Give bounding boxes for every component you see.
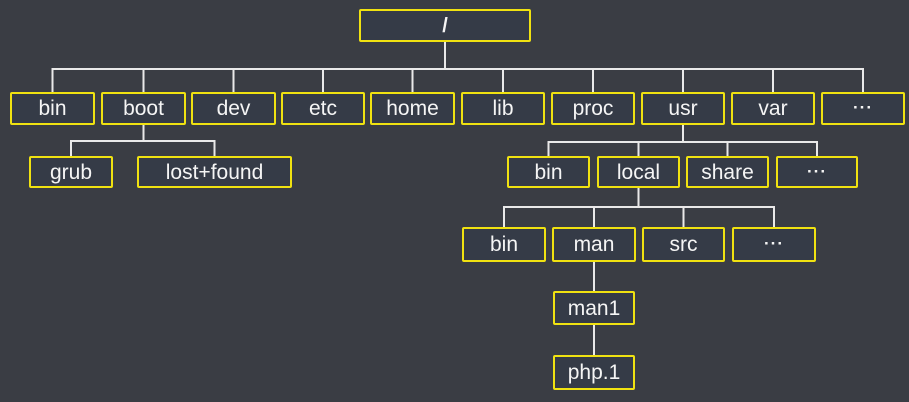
tree-node-etc: etc <box>281 92 365 125</box>
tree-node-proc: proc <box>551 92 635 125</box>
tree-node-lost-found: lost+found <box>137 156 292 188</box>
tree-node-local-man: man <box>552 227 636 262</box>
tree-node-usr-ellipsis: ··· <box>776 156 858 188</box>
tree-node-grub: grub <box>29 156 113 188</box>
tree-node-usr: usr <box>641 92 725 125</box>
tree-node-lib: lib <box>461 92 545 125</box>
tree-node-local-ellipsis: ··· <box>732 227 816 262</box>
tree-node-home: home <box>370 92 455 125</box>
tree-node-usr-share: share <box>686 156 769 188</box>
tree-node-dev: dev <box>191 92 276 125</box>
tree-node-boot: boot <box>101 92 186 125</box>
tree-node-usr-local: local <box>597 156 680 188</box>
tree-node-local-src: src <box>642 227 725 262</box>
tree-node-bin: bin <box>10 92 95 125</box>
tree-node-usr-bin: bin <box>507 156 590 188</box>
tree-node-local-bin: bin <box>462 227 546 262</box>
tree-node-var: var <box>731 92 815 125</box>
tree-node-man1: man1 <box>553 291 635 325</box>
tree-node-root-ellipsis: ··· <box>821 92 905 125</box>
tree-node-php1: php.1 <box>553 355 635 390</box>
tree-node-root: / <box>359 9 531 42</box>
